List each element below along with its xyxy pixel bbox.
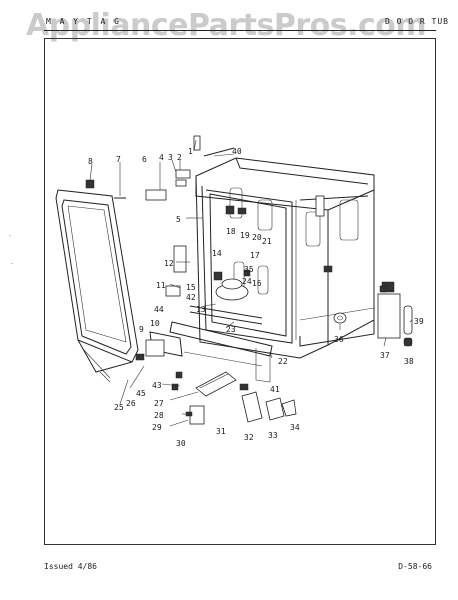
callout-19: 19 [240, 231, 250, 240]
callout-36: 36 [334, 335, 344, 344]
callout-34: 34 [290, 423, 300, 432]
callout-22: 22 [278, 357, 288, 366]
callout-43: 43 [152, 381, 162, 390]
callout-9: 9 [139, 325, 144, 334]
callout-8: 8 [88, 157, 93, 166]
callout-16: 16 [252, 279, 262, 288]
small-parts [85, 135, 413, 425]
watermark-logo: AppliancePartsPros.com [26, 8, 427, 43]
diagram-code: D-58-66 [398, 562, 432, 571]
callout-24: 24 [242, 277, 252, 286]
callout-32: 32 [244, 433, 254, 442]
callout-26: 26 [126, 399, 136, 408]
callout-33: 33 [268, 431, 278, 440]
callout-7: 7 [116, 155, 121, 164]
callout-10: 10 [150, 319, 160, 328]
callout-20: 20 [252, 233, 262, 242]
callout-45: 45 [136, 389, 146, 398]
callout-15: 15 [186, 283, 196, 292]
callout-44: 44 [154, 305, 164, 314]
callout-37: 37 [380, 351, 390, 360]
scan-mark: · [10, 260, 15, 268]
tub-body [195, 157, 375, 359]
scan-mark: - [8, 232, 13, 240]
header-section: D O O R TUB [385, 17, 449, 26]
callout-40: 40 [232, 147, 242, 156]
callout-11: 11 [156, 281, 166, 290]
callout-3: 3 [168, 153, 173, 162]
callout-leaders [89, 139, 413, 427]
callout-4: 4 [159, 153, 164, 162]
callout-25: 25 [114, 403, 124, 412]
callout-31: 31 [216, 427, 226, 436]
callout-13: 13 [196, 305, 206, 314]
callout-1: 1 [188, 147, 193, 156]
header-brand: M A Y T A G [46, 17, 121, 26]
callout-labels: 1 2 3 5 4 6 7 8 9 10 11 12 13 14 15 16 1… [88, 147, 424, 448]
callout-30: 30 [176, 439, 186, 448]
callout-6: 6 [142, 155, 147, 164]
callout-28: 28 [154, 411, 164, 420]
callout-17: 17 [250, 251, 260, 260]
callout-41: 41 [270, 385, 280, 394]
door-hinge-rail [149, 321, 273, 383]
callout-2: 2 [177, 153, 182, 162]
callout-5: 5 [176, 215, 181, 224]
callout-35: 35 [244, 265, 254, 274]
callout-23: 23 [226, 325, 236, 334]
callout-38: 38 [404, 357, 414, 366]
callout-21: 21 [262, 237, 272, 246]
callout-39: 39 [414, 317, 424, 326]
diagram-frame [44, 38, 436, 545]
callout-18: 18 [226, 227, 236, 236]
pump-assembly [189, 269, 263, 325]
callout-29: 29 [152, 423, 162, 432]
callout-14: 14 [212, 249, 222, 258]
callout-42: 42 [186, 293, 196, 302]
issue-date: Issued 4/86 [44, 562, 97, 571]
header-rule [44, 30, 436, 31]
callout-27: 27 [154, 399, 164, 408]
callout-12: 12 [164, 259, 174, 268]
door-panel [55, 189, 139, 383]
